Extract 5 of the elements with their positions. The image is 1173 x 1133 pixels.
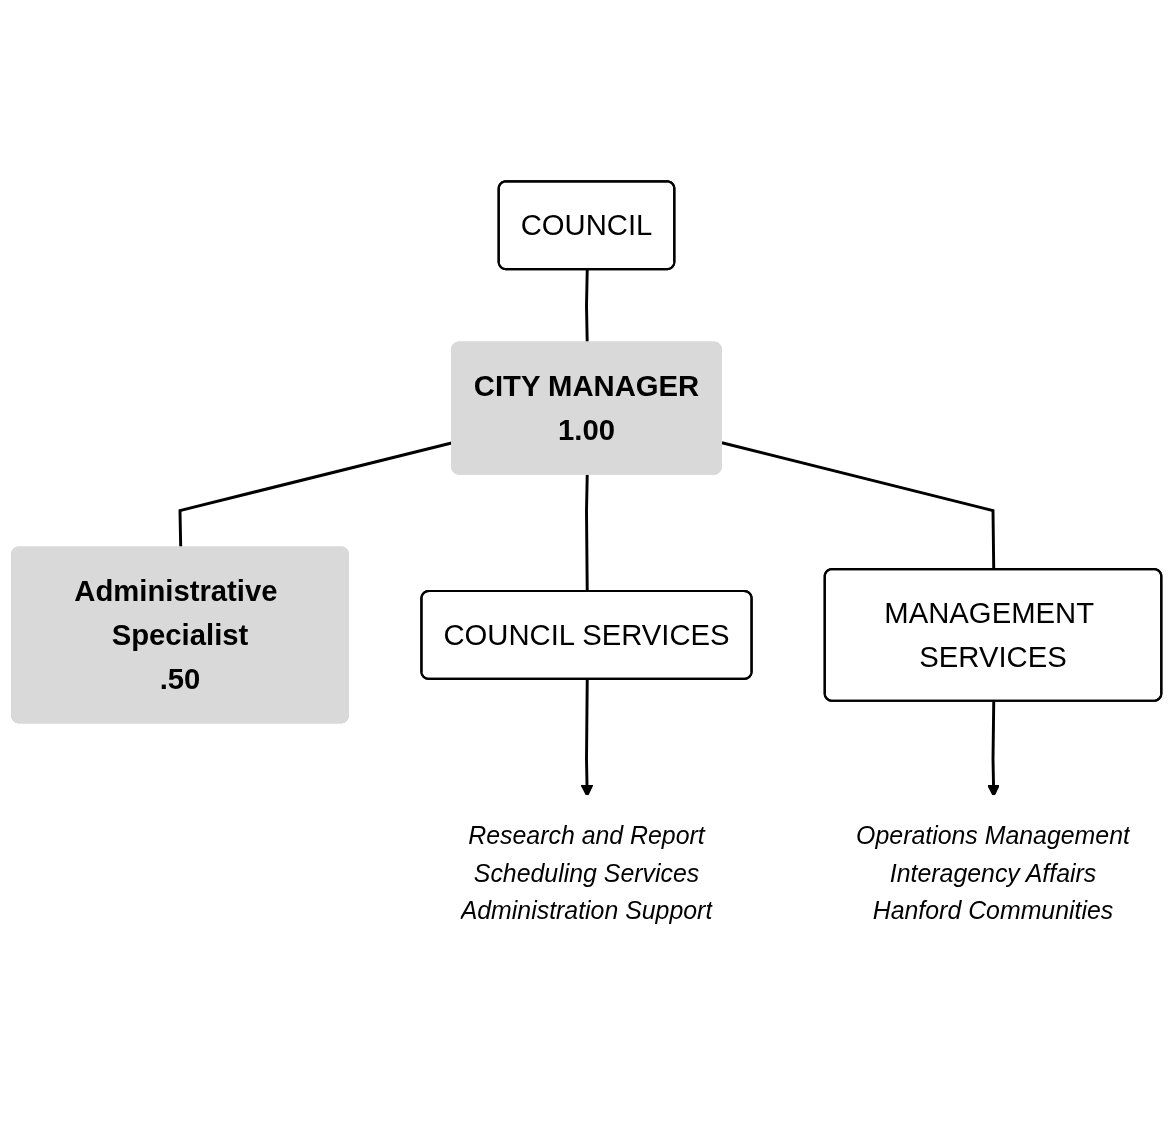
node-text: Research and Report Scheduling Services Administration Support <box>460 822 713 925</box>
connector <box>585 474 589 592</box>
connector <box>721 441 996 570</box>
node-text: Operations Management Interagency Affairs Hanford Communities <box>856 822 1130 925</box>
connector <box>585 269 589 343</box>
